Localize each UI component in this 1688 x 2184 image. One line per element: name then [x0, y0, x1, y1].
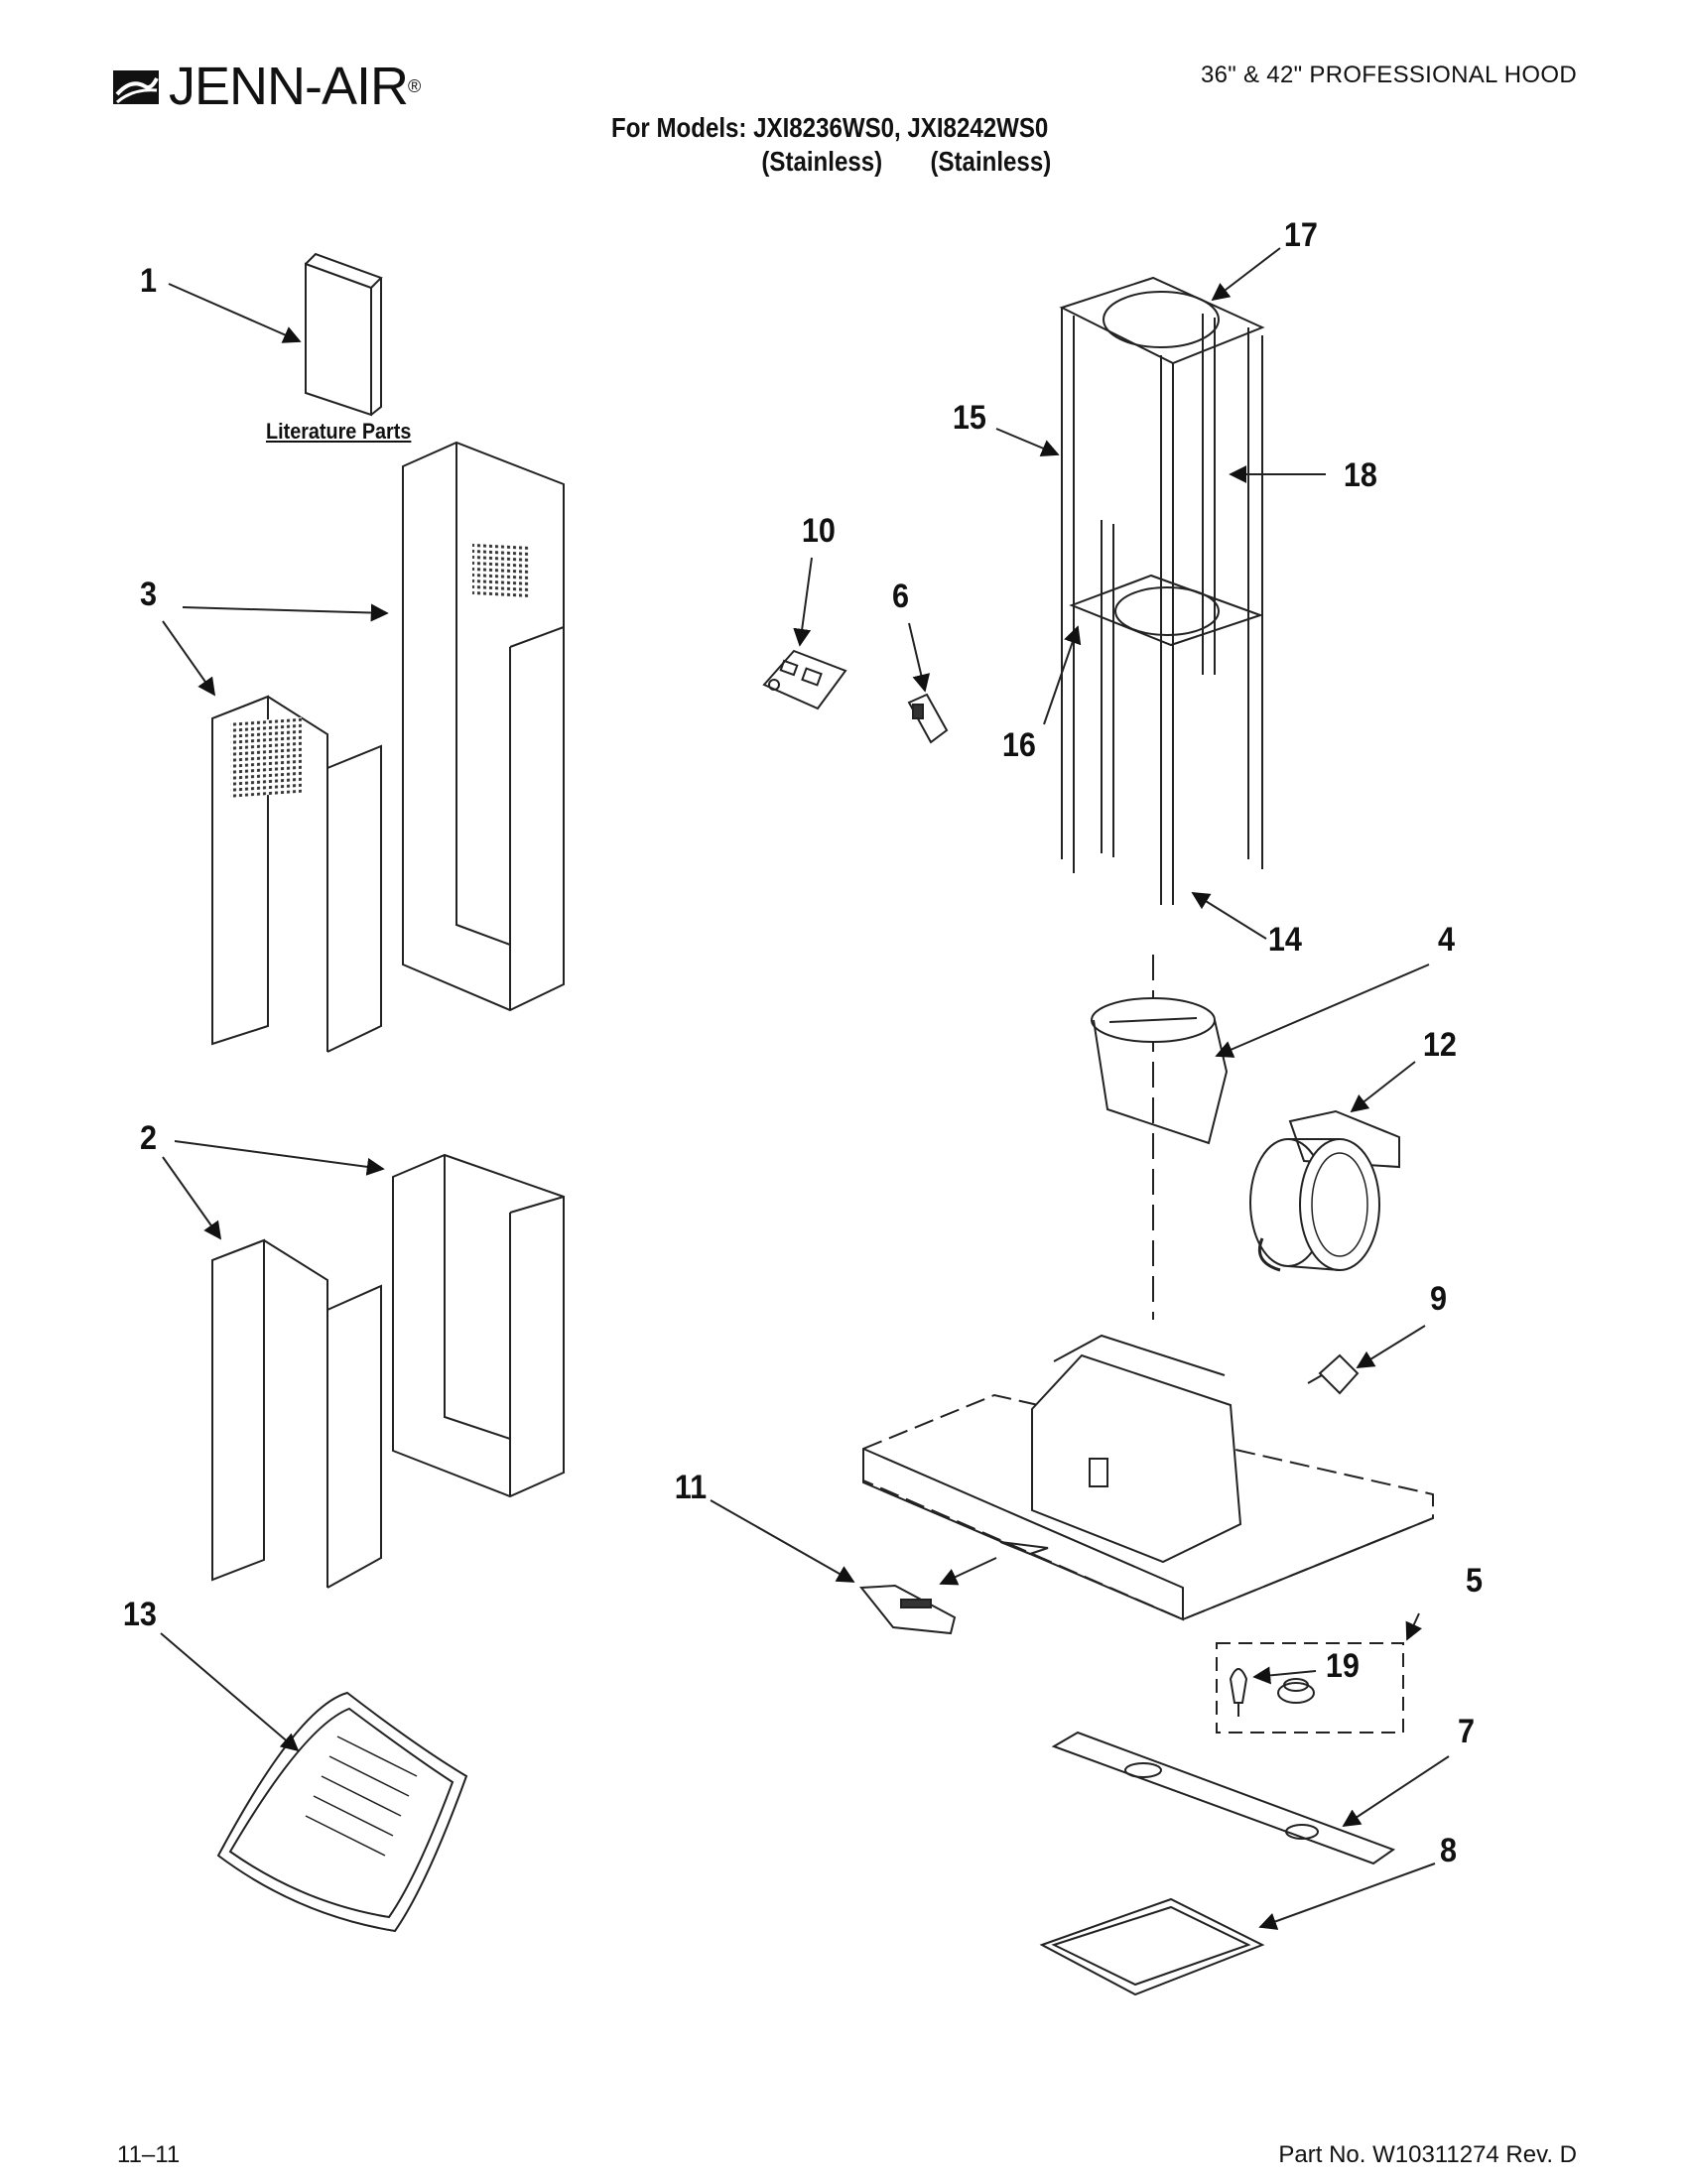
filter-panel: [1051, 1731, 1396, 1865]
capacitor: [1307, 1353, 1360, 1395]
callout-18: 18: [1343, 456, 1377, 494]
installation-manual: [216, 1691, 468, 1933]
callout-9: 9: [1429, 1280, 1447, 1318]
models-line: For Models: JXI8236WS0, JXI8242WS0: [611, 112, 1049, 143]
callout-17: 17: [1283, 216, 1318, 254]
brand-name: JENN-AIR: [169, 57, 409, 116]
support-frame: [1059, 276, 1265, 905]
callout-15: 15: [952, 399, 986, 437]
hood-canopy: [862, 1334, 1434, 1621]
finish-row: (Stainless) (Stainless): [611, 145, 1093, 179]
literature-parts-label: Literature Parts: [266, 419, 412, 444]
finish-label: (Stainless): [761, 146, 883, 177]
callout-12: 12: [1422, 1026, 1457, 1064]
callout-14: 14: [1267, 921, 1302, 959]
light-switch: [859, 1584, 957, 1635]
lamp-socket: [1277, 1678, 1315, 1704]
literature-booklet: [305, 252, 383, 417]
product-title: 36" & 42" PROFESSIONAL HOOD: [1200, 62, 1577, 88]
callout-13: 13: [122, 1596, 157, 1633]
finish-label: (Stainless): [930, 146, 1052, 177]
callout-6: 6: [891, 578, 909, 615]
registered-mark: ®: [408, 75, 422, 96]
brand-logo: JENN-AIR®: [111, 60, 421, 113]
control-board: [762, 649, 847, 710]
callout-2: 2: [139, 1119, 157, 1157]
callout-3: 3: [139, 576, 157, 613]
revision-date: 11–11: [117, 2141, 181, 2168]
callout-8: 8: [1439, 1832, 1457, 1869]
callout-5: 5: [1465, 1562, 1483, 1600]
callout-1: 1: [139, 262, 157, 300]
lamp-bulb: [1229, 1668, 1248, 1717]
callout-4: 4: [1437, 921, 1455, 959]
blower-motor: [1249, 1109, 1400, 1272]
switch-part: [907, 693, 949, 744]
damper-transition: [1091, 997, 1229, 1145]
callout-16: 16: [1001, 726, 1036, 764]
callout-10: 10: [801, 512, 836, 550]
jenn-air-logo-icon: [113, 70, 159, 104]
lower-duct-cover: [211, 1153, 565, 1589]
part-number: Part No. W10311274 Rev. D: [1278, 2141, 1577, 2168]
grease-filter: [1039, 1897, 1265, 1996]
models-block: For Models: JXI8236WS0, JXI8242WS0 (Stai…: [611, 111, 1093, 179]
callout-19: 19: [1325, 1647, 1360, 1685]
upper-duct-cover: [211, 441, 565, 1053]
callout-11: 11: [674, 1469, 708, 1506]
callout-7: 7: [1457, 1713, 1475, 1750]
